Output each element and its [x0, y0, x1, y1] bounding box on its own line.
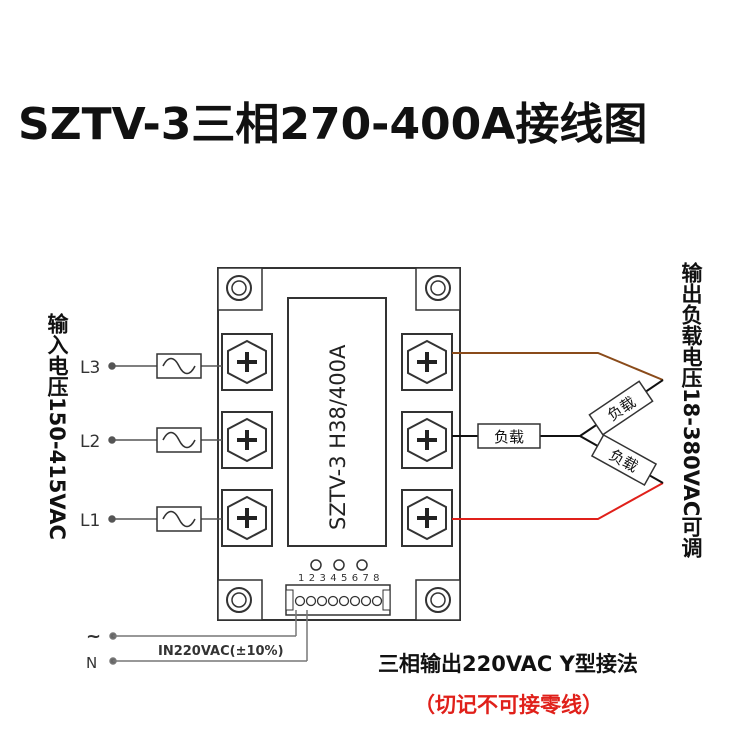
control-wiring — [109, 610, 308, 665]
terminal-l2-in — [221, 411, 273, 469]
tilde-label: ~ — [86, 626, 101, 647]
fuse-l2 — [156, 427, 202, 453]
control-supply-label: IN220VAC(±10%) — [158, 644, 284, 659]
mounting-hole-top-right — [415, 267, 461, 311]
mounting-hole-top-left — [217, 267, 263, 311]
load-middle: 负载 — [477, 423, 541, 449]
terminal-t3-out — [401, 333, 453, 391]
control-terminal-block — [285, 584, 391, 616]
output-wire-bottom — [452, 482, 664, 520]
input-wire-l1 — [108, 515, 222, 523]
page-title: SZTV-3三相270-400A接线图 — [18, 99, 648, 150]
led-indicators — [310, 559, 368, 571]
neutral-label: N — [86, 654, 97, 672]
phase-label-l2: L2 — [80, 432, 100, 452]
input-voltage-label: 输入电压150-415VAC — [45, 313, 69, 540]
terminal-l3-in — [221, 333, 273, 391]
terminal-t1-out — [401, 489, 453, 547]
model-label-panel — [287, 297, 387, 547]
phase-label-l3: L3 — [80, 358, 100, 378]
fuse-l3 — [156, 353, 202, 379]
input-wire-l2 — [108, 436, 222, 444]
connection-note: 三相输出220VAC Y型接法 — [378, 652, 638, 676]
terminal-t2-out — [401, 411, 453, 469]
output-voltage-label: 输出负载电压18-380VAC可调 — [679, 262, 703, 559]
load-middle-label: 负载 — [494, 428, 524, 446]
fuse-l1 — [156, 506, 202, 532]
input-wire-l3 — [108, 362, 222, 370]
terminal-l1-in — [221, 489, 273, 547]
mounting-hole-bottom-right — [415, 579, 461, 621]
output-wire-top — [452, 352, 664, 381]
pin-numbers: 1 2 3 4 5 6 7 8 — [298, 573, 380, 584]
phase-label-l1: L1 — [80, 511, 100, 531]
load-lower: 负载 — [590, 433, 658, 487]
load-upper: 负载 — [588, 380, 654, 436]
mounting-hole-bottom-left — [217, 579, 263, 621]
model-label: SZTV-3 H38/400A — [326, 344, 350, 530]
warning-note: （切记不可接零线） — [414, 693, 603, 717]
